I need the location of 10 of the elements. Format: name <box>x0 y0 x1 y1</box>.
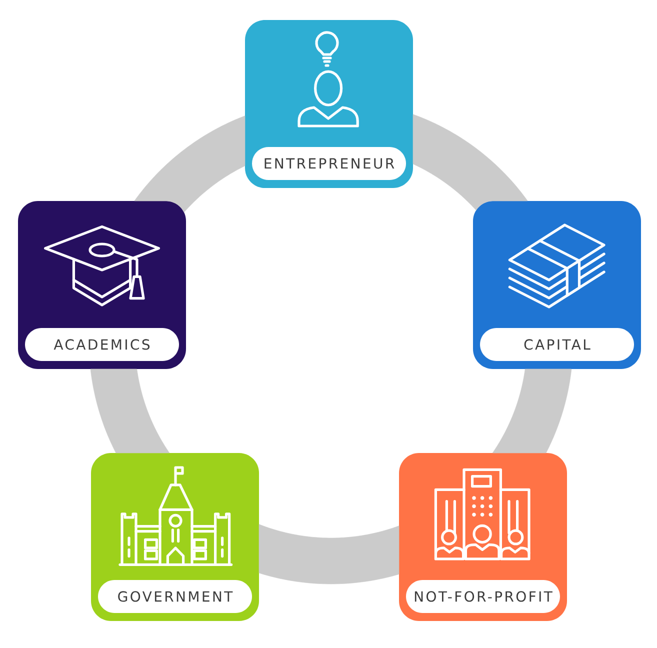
ring-segment <box>134 116 246 212</box>
ring-segment <box>258 524 400 584</box>
label-pill: CAPITAL <box>480 328 634 361</box>
label-pill: NOT-FOR-PROFIT <box>406 580 560 613</box>
ring-segment <box>90 368 170 454</box>
label-pill: GOVERNMENT <box>98 580 252 613</box>
ring-segment <box>412 114 528 210</box>
label-pill: ACADEMICS <box>25 328 179 361</box>
label-pill: ENTREPRENEUR <box>252 147 406 180</box>
ring-segment <box>492 368 572 454</box>
